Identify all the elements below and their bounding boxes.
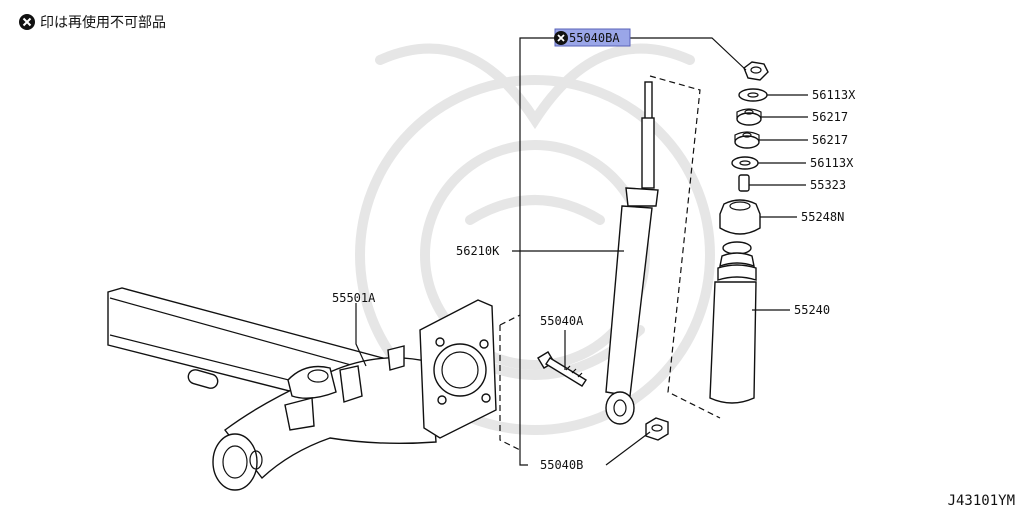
x-circle-icon: [554, 31, 568, 45]
part-label-56210K[interactable]: 56210K: [456, 244, 500, 258]
legend: 印は再使用不可部品: [19, 14, 166, 31]
assembly-guide: [499, 314, 521, 451]
part-label-55248N[interactable]: 55248N: [801, 210, 844, 224]
bolt-drawing[interactable]: [537, 351, 587, 387]
diagram-code: J43101YM: [948, 493, 1015, 509]
part-label-56217[interactable]: 56217: [812, 133, 848, 147]
part-label-55240[interactable]: 55240: [794, 303, 830, 317]
bushing-lower-drawing[interactable]: [734, 131, 760, 149]
part-label-55040A[interactable]: 55040A: [540, 314, 584, 328]
bushing-upper-drawing[interactable]: [736, 108, 762, 126]
part-label-55040B[interactable]: 55040B: [540, 458, 583, 472]
washer-lower-drawing[interactable]: [731, 156, 759, 170]
part-label-55501A[interactable]: 55501A: [332, 291, 376, 305]
shock-absorber-drawing[interactable]: [605, 81, 659, 425]
leader-lines: [355, 37, 808, 466]
top-nut-drawing[interactable]: [743, 61, 769, 81]
collar-drawing[interactable]: [738, 174, 750, 192]
part-label-56113X[interactable]: 56113X: [812, 88, 856, 102]
x-circle-icon: [19, 14, 35, 30]
part-number: 55040BA: [569, 31, 620, 45]
part-label-56113X[interactable]: 56113X: [810, 156, 854, 170]
dust-cover-drawing[interactable]: [709, 241, 757, 404]
part-label-55040BA[interactable]: 55040BA: [554, 28, 631, 47]
part-label-55323[interactable]: 55323: [810, 178, 846, 192]
bound-bumper-drawing[interactable]: [719, 199, 761, 235]
washer-upper-drawing[interactable]: [738, 88, 768, 102]
axle-beam-drawing[interactable]: [107, 287, 497, 491]
part-label-56217[interactable]: 56217: [812, 110, 848, 124]
lower-nut-drawing[interactable]: [645, 417, 669, 441]
assembly-guide: [649, 75, 721, 419]
legend-text: 印は再使用不可部品: [40, 14, 166, 31]
